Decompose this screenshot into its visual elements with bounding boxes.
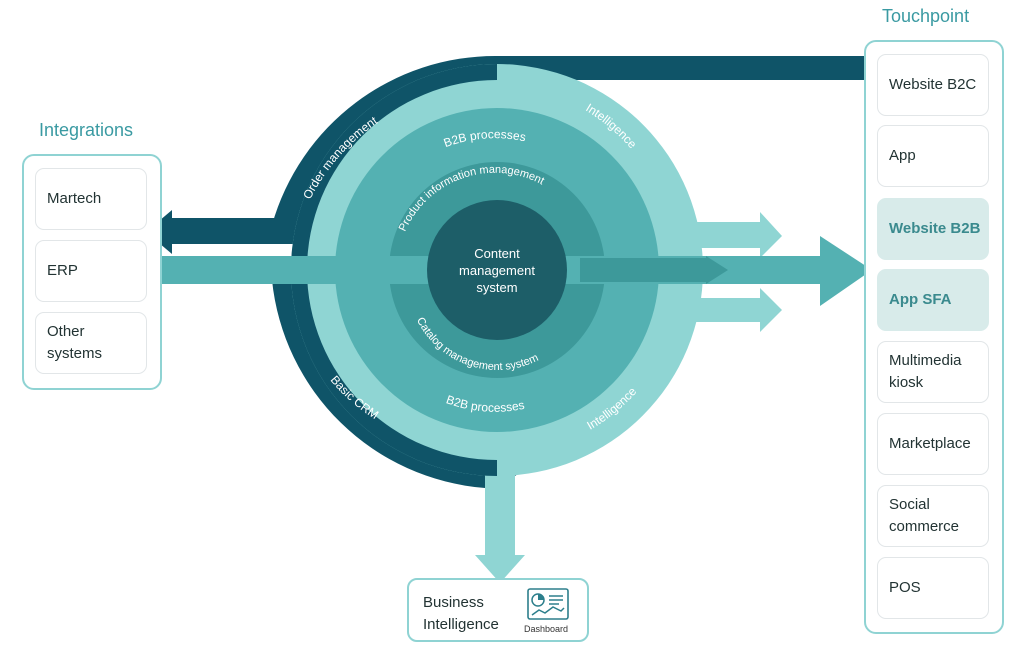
core-line-2: management xyxy=(459,263,535,278)
integration-other-systems[interactable]: Other systems xyxy=(35,312,147,374)
inner-flow-arrow xyxy=(580,256,728,284)
business-intelligence-box[interactable]: Business Intelligence Dashboard xyxy=(407,578,589,642)
cms-core xyxy=(427,200,567,340)
touchpoint-multimedia-kiosk[interactable]: Multimedia kiosk xyxy=(877,341,989,403)
dashboard-label: Dashboard xyxy=(524,624,569,634)
integration-martech[interactable]: Martech xyxy=(35,168,147,230)
core-line-1: Content xyxy=(474,246,520,261)
touchpoint-app-sfa[interactable]: App SFA xyxy=(877,269,989,331)
dashboard-icon xyxy=(527,588,569,620)
touchpoint-marketplace[interactable]: Marketplace xyxy=(877,413,989,475)
touchpoint-title: Touchpoint xyxy=(882,6,970,26)
integrations-title: Integrations xyxy=(39,120,134,140)
integration-erp[interactable]: ERP xyxy=(35,240,147,302)
touchpoint-app[interactable]: App xyxy=(877,125,989,187)
arrow-to-bi xyxy=(475,470,525,583)
core-line-3: system xyxy=(476,280,517,295)
touchpoint-website-b2c[interactable]: Website B2C xyxy=(877,54,989,116)
business-intelligence-label: Business Intelligence xyxy=(423,594,499,633)
touchpoint-social-commerce[interactable]: Social commerce xyxy=(877,485,989,547)
touchpoint-pos[interactable]: POS xyxy=(877,557,989,619)
touchpoint-website-b2b[interactable]: Website B2B xyxy=(877,198,989,260)
